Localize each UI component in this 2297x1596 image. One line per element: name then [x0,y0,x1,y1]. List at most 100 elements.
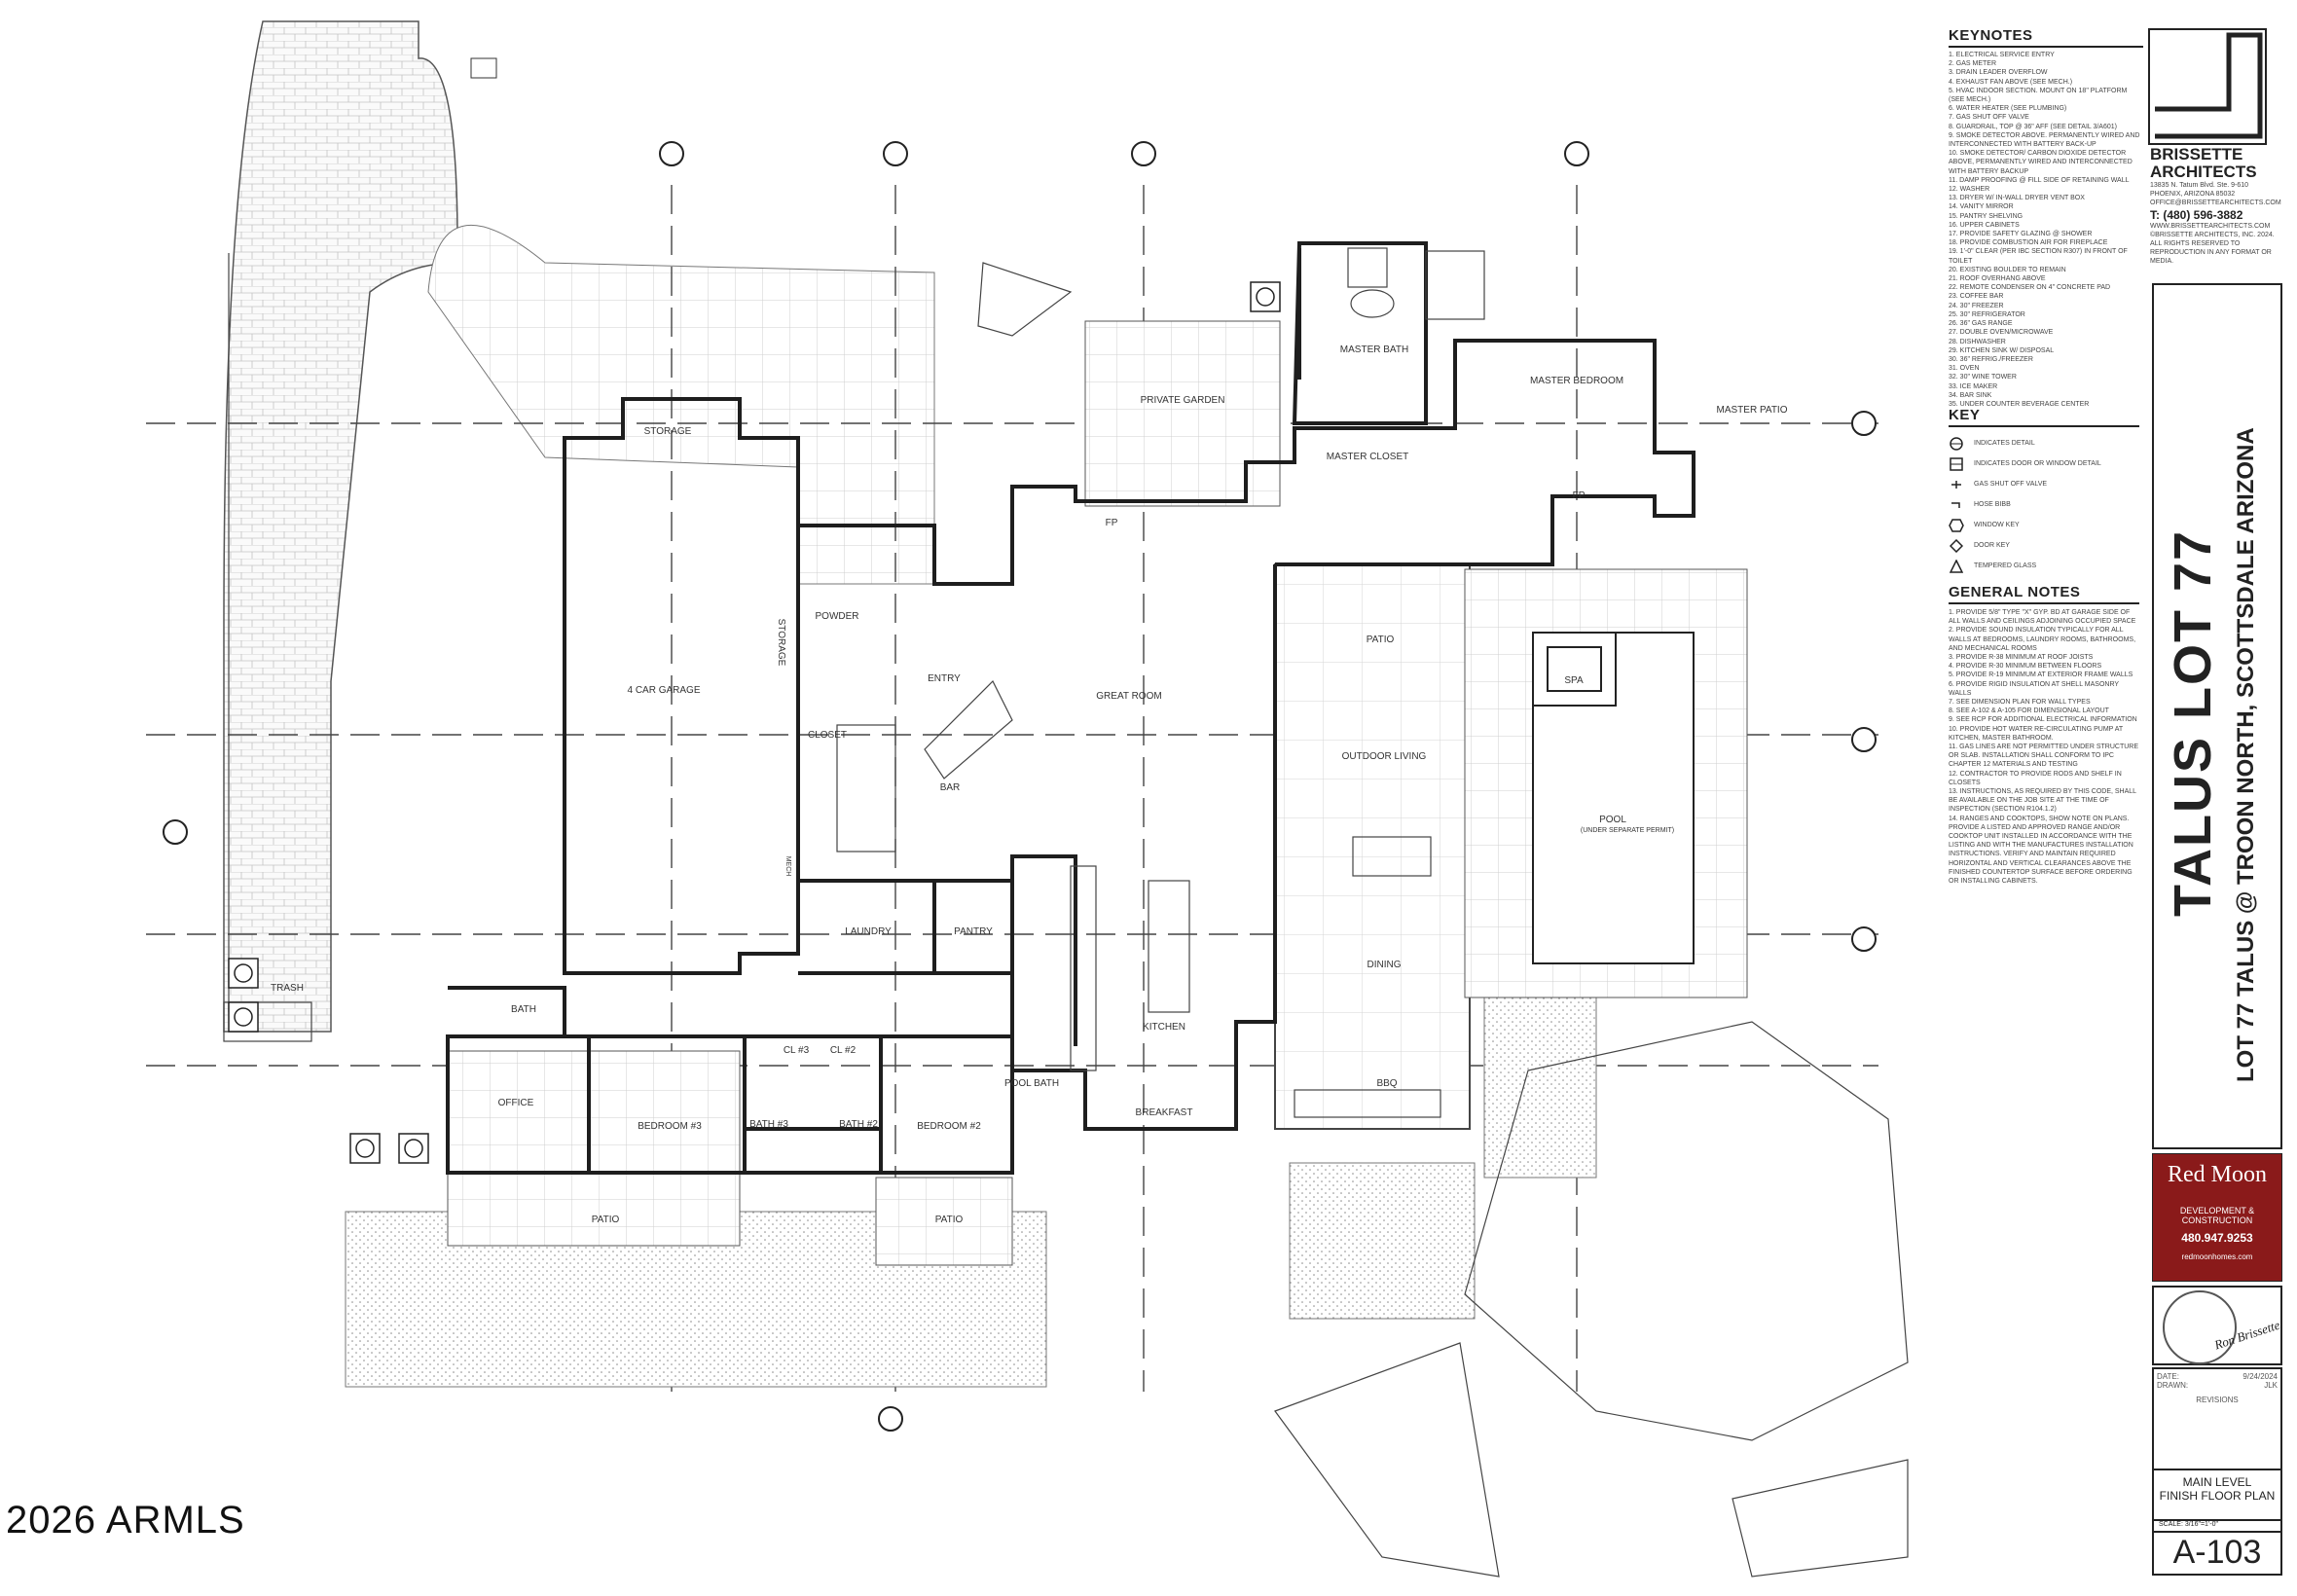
label-fp2: FP [1573,490,1586,501]
architect-address-1: 13835 N. Tatum Blvd. Ste. 9-610 [2150,182,2249,189]
key-list: INDICATES DETAIL INDICATES DOOR OR WINDOW… [1949,433,2139,576]
date-label: DATE: [2157,1372,2179,1381]
label-master-bath: MASTER BATH [1340,345,1408,355]
keynote-item: 26. 36" GAS RANGE [1949,320,2013,328]
key-item-label: GAS SHUT OFF VALVE [1974,481,2048,488]
house-walls [446,241,1695,1175]
label-cl3: CL #3 [784,1045,810,1056]
key-item-label: INDICATES DOOR OR WINDOW DETAIL [1974,460,2101,467]
label-garage: 4 CAR GARAGE [627,685,700,696]
diamond-icon [1949,538,1964,554]
keynote-item: 11. DAMP PROOFING @ FILL SIDE OF RETAINI… [1949,176,2130,184]
label-great-room: GREAT ROOM [1096,691,1161,702]
hvac-condensers [228,281,1281,1164]
pool-and-spa [1532,632,1695,964]
general-notes-list: 1. PROVIDE 5/8" TYPE "X" GYP. BD AT GARA… [1949,608,2139,886]
architect-web: WWW.BRISSETTEARCHITECTS.COM [2150,222,2271,230]
builder-name: Red Moon [2168,1162,2267,1187]
label-patio-left: PATIO [592,1215,620,1225]
keynote-item: 1. ELECTRICAL SERVICE ENTRY [1949,52,2055,58]
keynote-item: 6. WATER HEATER (SEE PLUMBING) [1949,105,2067,113]
keynote-item: 16. UPPER CABINETS [1949,221,2020,229]
revisions-label: REVISIONS [2196,1396,2239,1404]
architect-address-2: PHOENIX, ARIZONA 85032 [2150,191,2236,199]
project-title: TALUS LOT 77 [2164,528,2222,917]
label-storage-top: STORAGE [644,426,692,437]
general-note-item: 10. PROVIDE HOT WATER RE-CIRCULATING PUM… [1949,725,2124,742]
architect-copyright-2: ALL RIGHTS RESERVED TO REPRODUCTION IN A… [2150,240,2272,266]
keynote-item: 22. REMOTE CONDENSER ON 4" CONCRETE PAD [1949,284,2111,292]
builder-badge: Red Moon DEVELOPMENT & CONSTRUCTION 480.… [2153,1154,2281,1281]
keynote-item: 9. SMOKE DETECTOR ABOVE. PERMANENTLY WIR… [1949,131,2140,149]
architect-name-2: ARCHITECTS [2150,163,2257,181]
architect-phone: T: (480) 596-3882 [2150,207,2243,222]
architect-logo [2155,32,2263,139]
drawing-info: DATE: 9/24/2024 DRAWN: JLK REVISIONS [2157,1372,2278,1407]
general-note-item: 2. PROVIDE SOUND INSULATION TYPICALLY FO… [1949,627,2136,652]
architect-block: BRISSETTE ARCHITECTS 13835 N. Tatum Blvd… [2150,146,2282,267]
seal-circle [2163,1290,2237,1364]
key-item: GAS SHUT OFF VALVE [1949,474,2139,494]
sheet-scale: SCALE: 3/16"=1'-0" [2159,1521,2218,1528]
project-title-area: TALUS LOT 77 LOT 77 TALUS @ TROON NORTH,… [2153,284,2281,1148]
builder-web: redmoonhomes.com [2181,1252,2253,1261]
gas-icon [1949,477,1964,492]
keynote-item: 10. SMOKE DETECTOR/ CARBON DIOXIDE DETEC… [1949,150,2133,175]
label-mech: MECH [784,856,791,877]
keynote-item: 33. ICE MAKER [1949,382,1998,390]
key-panel: KEY INDICATES DETAIL INDICATES DOOR OR WI… [1949,407,2139,576]
keynote-item: 2. GAS METER [1949,60,1997,68]
triangle-icon [1949,559,1964,574]
key-item-label: INDICATES DETAIL [1974,440,2035,447]
label-bbq: BBQ [1376,1078,1397,1089]
date-value: 9/24/2024 [2242,1372,2278,1381]
room-labels: STORAGE 4 CAR GARAGE STORAGE POWDER ENTR… [271,345,1788,1225]
keynotes-panel: KEYNOTES 1. ELECTRICAL SERVICE ENTRY 2. G… [1949,27,2143,409]
architect-email: OFFICE@BRISSETTEARCHITECTS.COM [2150,200,2281,207]
builder-phone: 480.947.9253 [2181,1231,2253,1245]
general-note-item: 11. GAS LINES ARE NOT PERMITTED UNDER ST… [1949,744,2138,769]
label-outdoor-living: OUTDOOR LIVING [1342,751,1427,762]
square-icon [1949,456,1964,472]
keynote-item: 18. PROVIDE COMBUSTION AIR FOR FIREPLACE [1949,239,2108,247]
keynote-item: 27. DOUBLE OVEN/MICROWAVE [1949,329,2054,337]
keynote-item: 3. DRAIN LEADER OVERFLOW [1949,69,2048,77]
key-item: INDICATES DETAIL [1949,433,2139,453]
general-note-item: 14. RANGES AND COOKTOPS, SHOW NOTE ON PL… [1949,815,2133,886]
general-notes-title: GENERAL NOTES [1949,584,2081,600]
architect-copyright-1: ©BRISSETTE ARCHITECTS, INC. 2024. [2150,231,2275,238]
keynote-item: 31. OVEN [1949,365,1980,373]
architect-seal: Ron Brissette [2153,1287,2281,1364]
keynote-item: 19. 1'-0" CLEAR (PER IBC SECTION R307) I… [1949,248,2128,265]
general-note-item: 8. SEE A-102 & A-105 FOR DIMENSIONAL LAY… [1949,707,2109,715]
keynote-item: 30. 36" REFRIG./FREEZER [1949,355,2033,363]
keynote-item: 24. 30" FREEZER [1949,302,2004,309]
keynote-item: 32. 30" WINE TOWER [1949,374,2017,381]
label-patio-main: PATIO [1367,635,1395,645]
general-note-item: 13. INSTRUCTIONS, AS REQUIRED BY THIS CO… [1949,788,2136,814]
keynote-item: 4. EXHAUST FAN ABOVE (SEE MECH.) [1949,78,2073,86]
label-cl2: CL #2 [830,1045,857,1056]
label-master-patio: MASTER PATIO [1717,405,1788,416]
keynote-item: 28. DISHWASHER [1949,338,2006,345]
driveway-pavers [223,20,935,1033]
keynote-item: 21. ROOF OVERHANG ABOVE [1949,275,2046,283]
drawn-value: JLK [2264,1381,2278,1390]
key-title: KEY [1949,407,1981,423]
key-item-label: TEMPERED GLASS [1974,562,2037,569]
label-laundry: LAUNDRY [845,926,892,937]
interior-details [223,247,1909,1578]
grid-bubbles [163,141,1877,1432]
label-dining: DINING [1367,960,1402,970]
key-item: WINDOW KEY [1949,515,2139,535]
label-bath3: BATH #3 [749,1119,788,1130]
label-pantry: PANTRY [954,926,993,937]
label-powder: POWDER [816,611,859,622]
builder-line: DEVELOPMENT & CONSTRUCTION [2179,1206,2255,1225]
label-patio-right: PATIO [935,1215,964,1225]
keynotes-title: KEYNOTES [1949,27,2033,44]
hexagon-icon [1949,518,1964,533]
label-bath2: BATH #2 [839,1119,878,1130]
